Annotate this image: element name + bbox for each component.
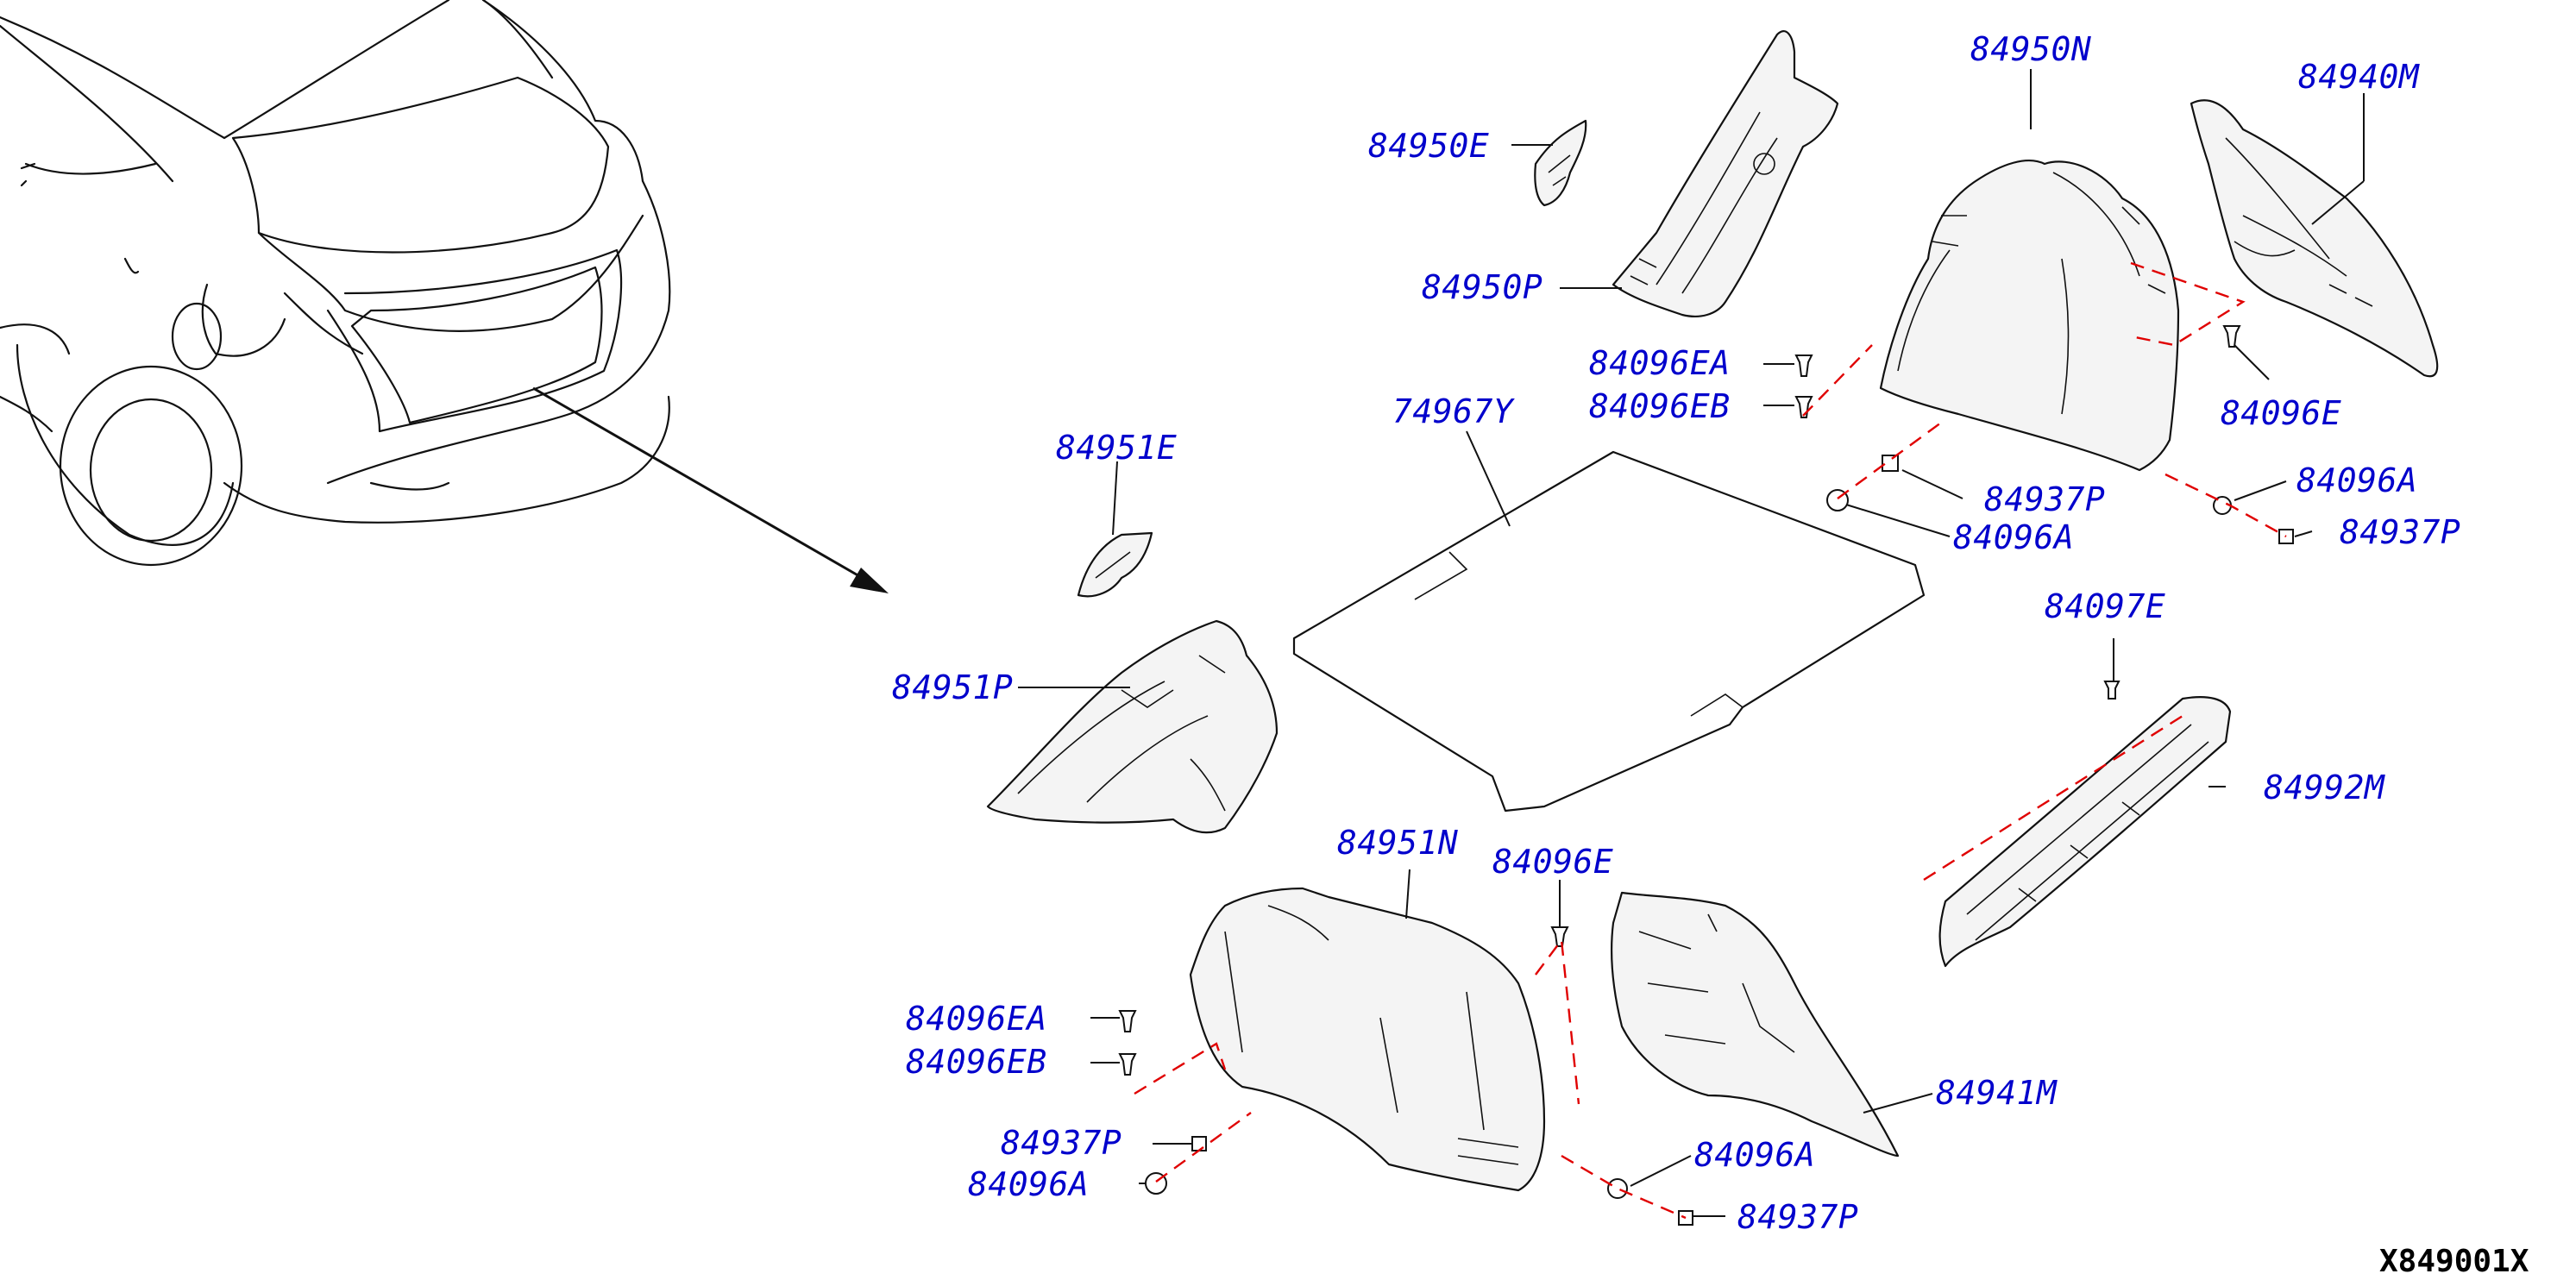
direction-arrow: [532, 386, 889, 593]
label-84096E-bottom: 84096E: [1492, 843, 1613, 881]
label-84096A-bl: 84096A: [968, 1165, 1089, 1203]
label-84937P-right: 84937P: [2340, 513, 2460, 551]
label-84950N: 84950N: [1970, 30, 2091, 68]
label-84096E-top: 84096E: [2221, 394, 2341, 432]
assembly-dash-line: [1134, 1042, 1227, 1095]
label-84937P-bottom: 84937P: [1737, 1198, 1858, 1236]
part-labels: 84950N 84940M 84950E 84950P 84096EA 8409…: [892, 30, 2460, 1236]
label-84951N: 84951N: [1337, 824, 1458, 862]
floor-board-74967Y: [1292, 450, 1926, 813]
label-84096EA-top: 84096EA: [1589, 344, 1731, 382]
assembly-dash-line: [2130, 261, 2246, 347]
side-trim-84951N: [1189, 887, 1546, 1192]
fastener-symbols: [1118, 325, 2294, 1226]
label-84097E: 84097E: [2045, 587, 2165, 625]
side-trim-84941M: [1610, 891, 1900, 1158]
label-84096EB-top: 84096EB: [1589, 387, 1731, 425]
assembly-dash-line: [1155, 1112, 1252, 1183]
label-84951E: 84951E: [1056, 429, 1177, 467]
diagram-reference-code: X849001X: [2379, 1244, 2529, 1279]
label-84951P: 84951P: [892, 668, 1013, 706]
side-trim-84951P: [986, 619, 1279, 834]
label-74967Y: 74967Y: [1392, 392, 1516, 430]
vehicle-rear-illustration: [0, 0, 671, 567]
label-84096A-right: 84096A: [2296, 461, 2417, 499]
assembly-dash-line: [1923, 714, 2183, 882]
pillar-trim-84950P: [1612, 30, 1839, 317]
label-84937P-mid: 84937P: [1984, 480, 2105, 518]
label-84096A-bottom: 84096A: [1694, 1136, 1815, 1174]
label-84937P-bl: 84937P: [1001, 1124, 1122, 1162]
sill-plate-84992M: [1938, 696, 2232, 968]
label-84096A-mid: 84096A: [1953, 518, 2074, 556]
leader-lines: [1018, 69, 2365, 1217]
label-84940M: 84940M: [2298, 58, 2420, 96]
label-84950P: 84950P: [1422, 268, 1542, 306]
label-84950E: 84950E: [1368, 127, 1489, 165]
assembly-dash-lines: [1134, 261, 2287, 1220]
label-84941M: 84941M: [1936, 1074, 2058, 1112]
assembly-dash-line: [1802, 344, 1873, 417]
label-84992M: 84992M: [2264, 769, 2385, 806]
bracket-84950E: [1534, 119, 1587, 207]
bracket-84951E: [1077, 531, 1153, 598]
side-trim-84950N: [1879, 160, 2180, 472]
side-panel-84940M: [2190, 99, 2439, 378]
assembly-dash-line: [1561, 1154, 1687, 1220]
assembly-dash-line: [2164, 473, 2287, 538]
label-84096EA-bottom: 84096EA: [906, 1000, 1047, 1038]
label-84096EB-bottom: 84096EB: [906, 1043, 1047, 1081]
